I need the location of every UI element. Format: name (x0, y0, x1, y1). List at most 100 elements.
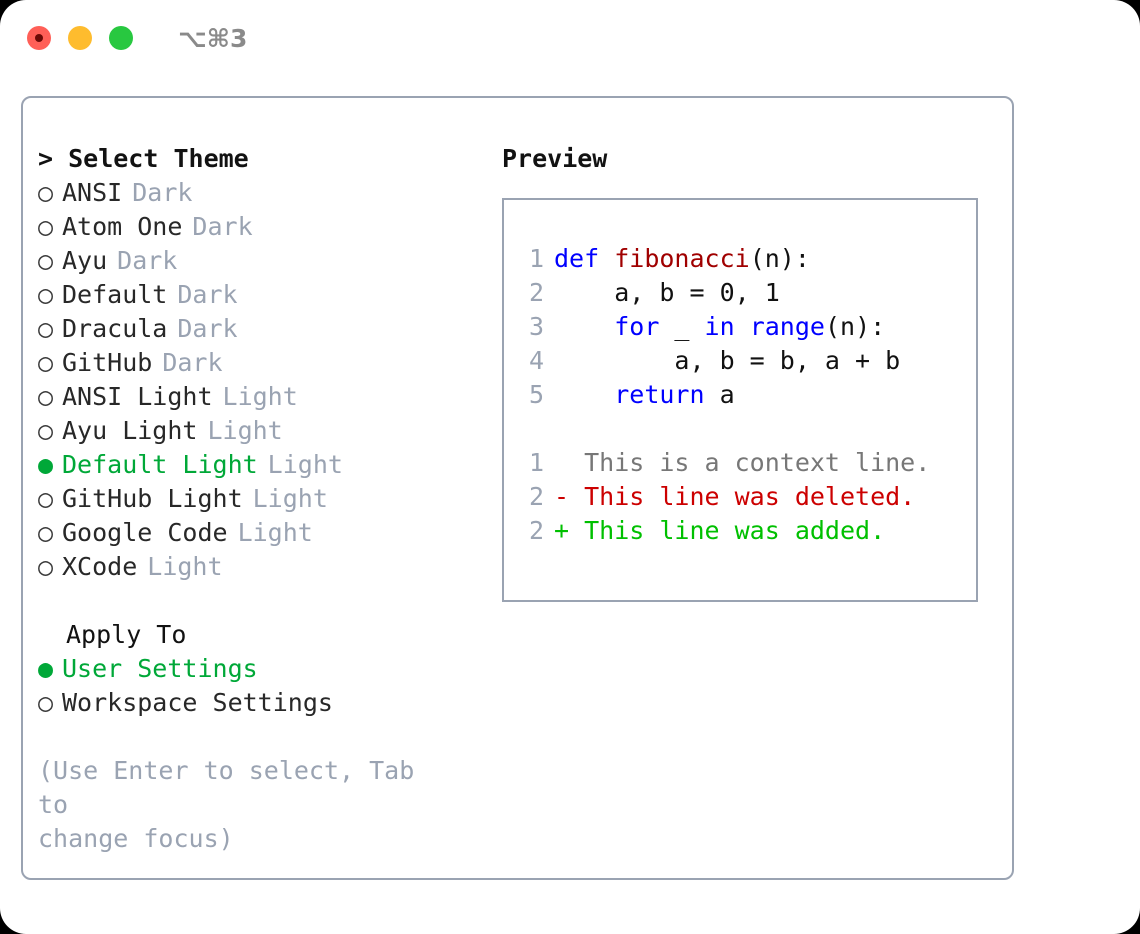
minimize-window-button[interactable] (68, 26, 92, 50)
title-bar: ⌥⌘3 (0, 0, 1140, 76)
theme-name: Dracula (62, 314, 168, 343)
theme-list-header: > Select Theme (38, 144, 249, 173)
code-token: a (704, 380, 735, 409)
theme-list-item[interactable]: ○ Dracula Dark (38, 312, 493, 346)
apply-to-item[interactable]: ● User Settings (38, 652, 493, 686)
code-text: for _ in range(n): (554, 310, 885, 344)
help-text: (Use Enter to select, Tab to change focu… (38, 754, 438, 856)
line-number: 2 (528, 482, 544, 511)
theme-list-item[interactable]: ○ ANSI Light Light (38, 380, 493, 414)
radio-unselected-icon: ○ (38, 518, 54, 547)
theme-name: ANSI (62, 178, 123, 207)
code-line: 4 a, b = b, a + b (516, 344, 930, 378)
radio-selected-icon: ● (38, 450, 54, 479)
close-icon (35, 34, 43, 42)
theme-name: GitHub Light (62, 484, 243, 513)
line-number: 1 (528, 448, 544, 477)
theme-variant-badge: Dark (177, 280, 238, 309)
line-number: 5 (528, 380, 544, 409)
theme-list-item[interactable]: ○ Atom One Dark (38, 210, 493, 244)
radio-unselected-icon: ○ (38, 348, 54, 377)
line-number: 2 (528, 516, 544, 545)
preview-heading: Preview (502, 144, 608, 173)
radio-unselected-icon: ○ (38, 484, 54, 513)
radio-unselected-icon: ○ (38, 280, 54, 309)
diff-marker (554, 446, 584, 480)
code-token: for (614, 312, 660, 341)
preview-spacer (516, 412, 930, 446)
theme-name: Default (62, 280, 168, 309)
traffic-lights (27, 26, 133, 50)
code-text: return a (554, 378, 735, 412)
code-text: a, b = 0, 1 (554, 276, 780, 310)
maximize-window-button[interactable] (109, 26, 133, 50)
code-token (554, 312, 614, 341)
code-text: a, b = b, a + b (554, 344, 900, 378)
theme-variant-badge: Light (222, 382, 298, 411)
diff-text: This line was added. (584, 516, 886, 545)
theme-variant-badge: Dark (192, 212, 253, 241)
radio-unselected-icon: ○ (38, 314, 54, 343)
diff-marker: + (554, 516, 585, 545)
apply-to-list: ● User Settings ○Workspace Settings (38, 652, 493, 720)
code-token: a, b = 0, 1 (554, 278, 780, 307)
diff-marker: - (554, 482, 585, 511)
diff-text: This is a context line. (584, 448, 931, 477)
radio-unselected-icon: ○ (38, 212, 54, 241)
theme-name: ANSI Light (62, 382, 213, 411)
theme-name: GitHub (62, 348, 153, 377)
radio-unselected-icon: ○ (38, 688, 54, 717)
line-number: 1 (528, 244, 544, 273)
theme-variant-badge: Dark (162, 348, 223, 377)
radio-unselected-icon: ○ (38, 382, 54, 411)
theme-variant-badge: Light (267, 450, 343, 479)
theme-name: Google Code (62, 518, 228, 547)
apply-to-item[interactable]: ○Workspace Settings (38, 686, 493, 720)
radio-unselected-icon: ○ (38, 246, 54, 275)
code-token: return (614, 380, 705, 409)
diff-line: 2 + This line was added. (516, 514, 930, 548)
diff-line: 1 This is a context line. (516, 446, 930, 480)
code-line: 3 for _ in range(n): (516, 310, 930, 344)
theme-name: Ayu (62, 246, 108, 275)
theme-list-item[interactable]: ○ Google Code Light (38, 516, 493, 550)
code-token (554, 380, 614, 409)
theme-variant-badge: Dark (177, 314, 238, 343)
code-line: 2 a, b = 0, 1 (516, 276, 930, 310)
apply-to-section: Apply To ● User Settings ○Workspace Settin… (38, 618, 493, 720)
keyboard-shortcut-label: ⌥⌘3 (178, 23, 248, 53)
close-window-button[interactable] (27, 26, 51, 50)
theme-variant-badge: Dark (132, 178, 193, 207)
theme-variant-badge: Light (147, 552, 223, 581)
code-token: fibonacci (614, 244, 750, 273)
radio-selected-icon: ● (38, 654, 54, 683)
diff-line: 2- This line was deleted. (516, 480, 930, 514)
theme-variant-badge: Light (237, 518, 313, 547)
apply-to-label: User Settings (62, 654, 258, 683)
code-token: range (749, 312, 825, 341)
theme-list-item[interactable]: ○ GitHub Dark (38, 346, 493, 380)
theme-name: Ayu Light (62, 416, 198, 445)
radio-unselected-icon: ○ (38, 552, 54, 581)
code-token: (n): (824, 312, 886, 341)
theme-list-item[interactable]: ○ ANSI Dark (38, 176, 493, 210)
theme-list-item[interactable]: ○ Default Dark (38, 278, 493, 312)
line-number: 4 (528, 346, 544, 375)
help-text-line-2: change focus) (38, 824, 234, 853)
help-text-line-1: (Use Enter to select, Tab to (38, 756, 415, 819)
radio-unselected-icon: ○ (38, 178, 54, 207)
theme-name: Atom One (62, 212, 183, 241)
apply-to-header: Apply To (66, 620, 187, 649)
